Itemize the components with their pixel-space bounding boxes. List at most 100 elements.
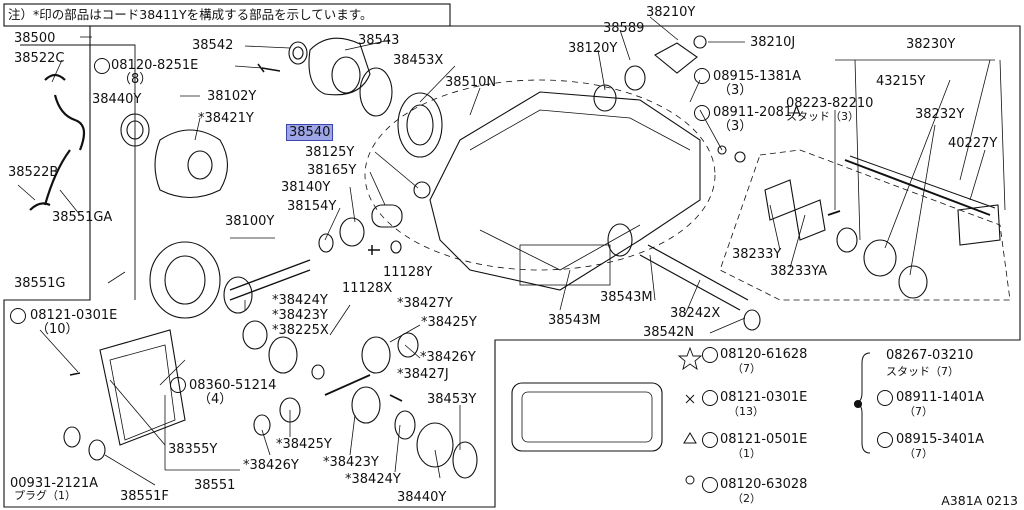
label-38500[interactable]: 38500	[14, 31, 56, 46]
legend-x-qty: （13）	[728, 405, 764, 418]
legend-dot-washer[interactable]: 08915-3401A	[896, 432, 985, 447]
label-qty-10: （10）	[36, 322, 79, 337]
label-qty-3b: （3）	[718, 119, 753, 134]
label-38154Y[interactable]: 38154Y	[287, 199, 337, 214]
label-11128Y[interactable]: 11128Y	[383, 265, 433, 280]
legend-dot-stud-note: スタッド（7）	[886, 365, 959, 378]
label-38427J[interactable]: *38427J	[397, 367, 449, 382]
label-38540-highlighted[interactable]: 38540	[286, 124, 334, 141]
leader-lines	[17, 16, 1006, 486]
label-38522C[interactable]: 38522C	[14, 51, 65, 66]
companion-flange-38210Y	[654, 42, 698, 74]
label-08360-51214[interactable]: 08360-51214	[189, 378, 277, 393]
label-38120Y[interactable]: 38120Y	[568, 41, 618, 56]
label-08223-82210[interactable]: 08223-82210	[786, 96, 874, 111]
label-qty-4: （4）	[198, 392, 233, 407]
label-38165Y[interactable]: 38165Y	[307, 163, 357, 178]
bearing-38440Y	[120, 113, 150, 147]
label-38225X[interactable]: *38225X	[272, 323, 329, 338]
diff-case-38421Y	[154, 129, 229, 198]
ring-gear-38100Y	[149, 241, 221, 319]
label-00931-2121A[interactable]: 00931-2121A	[10, 476, 99, 491]
label-08120-8251E[interactable]: 08120-8251E	[111, 58, 199, 73]
axle-shaft-38232Y	[844, 159, 991, 216]
label-38551F[interactable]: 38551F	[120, 489, 169, 504]
label-38551G[interactable]: 38551G	[14, 276, 66, 291]
label-38232Y[interactable]: 38232Y	[915, 107, 965, 122]
label-40227Y[interactable]: 40227Y	[948, 136, 998, 151]
label-38453Y[interactable]: 38453Y	[427, 392, 477, 407]
label-38440Y-bottom[interactable]: 38440Y	[397, 490, 447, 505]
legend-tri-qty: （1）	[732, 447, 761, 460]
label-38522B[interactable]: 38522B	[8, 165, 59, 180]
label-38426Y-a[interactable]: *38426Y	[420, 350, 476, 365]
label-43215Y[interactable]: 43215Y	[876, 74, 926, 89]
legend-dot-washer-qty: （7）	[904, 447, 933, 460]
label-38210J[interactable]: 38210J	[750, 35, 796, 50]
label-qty-8: （8）	[118, 72, 153, 87]
label-38233Y[interactable]: 38233Y	[732, 247, 782, 262]
label-38125Y[interactable]: 38125Y	[305, 145, 355, 160]
drive-pinion	[229, 259, 311, 301]
label-08915-1381A[interactable]: 08915-1381A	[713, 69, 802, 84]
oil-seal-38542	[288, 41, 308, 65]
main-border	[3, 25, 1021, 508]
note-text: 注）*印の部品はコード38411Yを構成する部品を示しています。	[8, 7, 373, 22]
note-box	[3, 3, 451, 27]
label-38230Y[interactable]: 38230Y	[906, 37, 956, 52]
rear-cover-38551	[99, 329, 186, 446]
legend-tri-bolt[interactable]: 08121-0501E	[720, 432, 808, 447]
label-38102Y[interactable]: 38102Y	[207, 89, 257, 104]
label-38210Y[interactable]: 38210Y	[646, 5, 696, 20]
label-11128X[interactable]: 11128X	[342, 281, 393, 296]
label-38100Y[interactable]: 38100Y	[225, 214, 275, 229]
oil-seal-38589	[624, 65, 646, 91]
legend-symbols	[10, 58, 893, 493]
bearing-38120Y	[593, 84, 617, 112]
legend-star-bolt[interactable]: 08120-61628	[720, 347, 808, 362]
label-38427Y[interactable]: *38427Y	[397, 296, 453, 311]
flange-40227Y	[957, 204, 1001, 246]
side-tube-38242X	[639, 244, 749, 311]
legend-circle-bolt[interactable]: 08120-63028	[720, 477, 808, 492]
label-qty-3a: （3）	[718, 83, 753, 98]
gasket-38453X	[397, 92, 443, 158]
diagram-code: A381A 0213	[941, 493, 1018, 508]
label-38423Y-a[interactable]: *38423Y	[272, 308, 328, 323]
label-38551[interactable]: 38551	[194, 478, 236, 493]
label-38424Y-a[interactable]: *38424Y	[272, 293, 328, 308]
label-38589[interactable]: 38589	[603, 21, 645, 36]
legend-x-bolt[interactable]: 08121-0301E	[720, 390, 808, 405]
label-38542-top[interactable]: 38542	[192, 38, 234, 53]
label-38440Y-top[interactable]: 38440Y	[92, 92, 142, 107]
label-38423Y-b[interactable]: *38423Y	[323, 455, 379, 470]
label-stud-3: スタッド（3）	[786, 110, 859, 123]
label-38424Y-b[interactable]: *38424Y	[345, 472, 401, 487]
label-38425Y-b[interactable]: *38425Y	[276, 437, 332, 452]
label-38542N[interactable]: 38542N	[643, 325, 695, 340]
label-38453X[interactable]: 38453X	[393, 53, 444, 68]
legend-circle-qty: （2）	[732, 492, 761, 505]
label-38543[interactable]: 38543	[358, 33, 400, 48]
label-38355Y[interactable]: 38355Y	[168, 442, 218, 457]
label-38233YA[interactable]: 38233YA	[770, 264, 828, 279]
collapsible-spacer-38165Y	[371, 204, 403, 228]
legend-dot-nut[interactable]: 08911-1401A	[896, 390, 985, 405]
label-08121-0301E[interactable]: 08121-0301E	[30, 308, 118, 323]
label-38543M-a[interactable]: 38543M	[600, 290, 653, 305]
label-38242X[interactable]: 38242X	[670, 306, 721, 321]
legend-star-qty: （7）	[732, 362, 761, 375]
label-38425Y-a[interactable]: *38425Y	[421, 315, 477, 330]
o-ring-38543	[359, 67, 393, 117]
side-retainer-38540	[308, 37, 371, 96]
label-08911-2081A[interactable]: 08911-2081A	[713, 105, 802, 120]
label-38551GA[interactable]: 38551GA	[52, 210, 113, 225]
legend-dot-stud[interactable]: 08267-03210	[886, 348, 974, 363]
label-38140Y[interactable]: 38140Y	[281, 180, 331, 195]
label-38421Y[interactable]: *38421Y	[198, 111, 254, 126]
label-38510N[interactable]: 38510N	[445, 75, 497, 90]
label-38426Y-b[interactable]: *38426Y	[243, 458, 299, 473]
label-38543M-b[interactable]: 38543M	[548, 313, 601, 328]
